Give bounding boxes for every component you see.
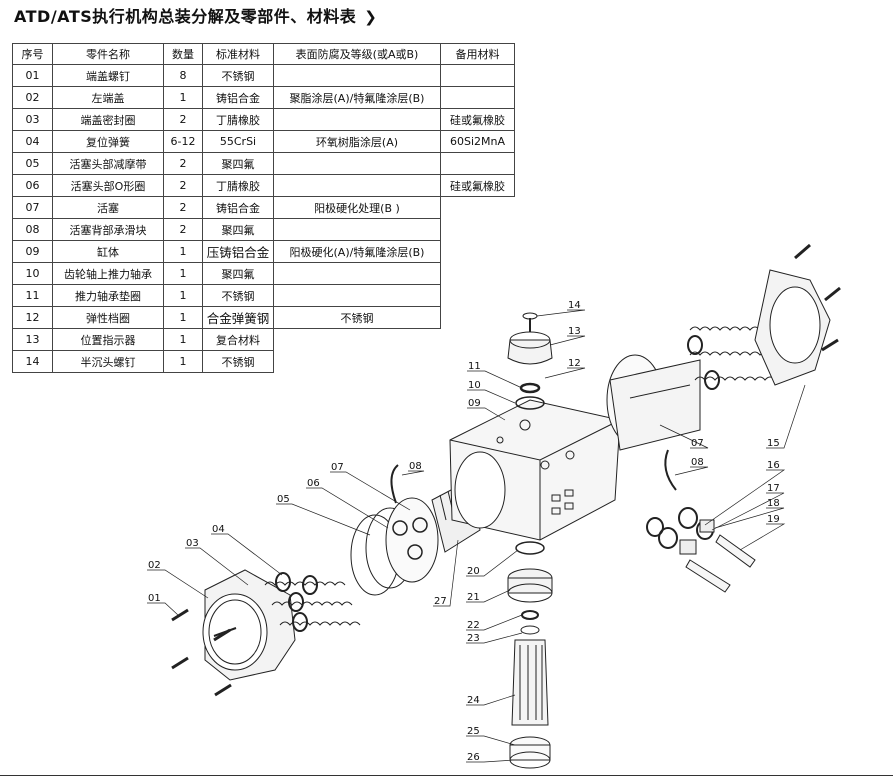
cell: 推力轴承垫圈 [52,284,164,307]
cell: 合金弹簧钢 [202,306,274,329]
right-slider-strip [664,449,677,491]
cell [440,262,515,285]
callout-04: 04 [212,524,225,535]
cell [273,350,441,373]
callout-24: 24 [467,695,480,706]
header-alt-material: 备用材料 [440,43,515,65]
bottom-shaft-stack [507,541,553,769]
callout-11: 11 [468,361,481,372]
cell: 阳极硬化处理(B ) [273,196,441,219]
callout-12: 12 [568,358,581,369]
callout-10: 10 [468,380,481,391]
chevron-right-icon: ❯ [364,8,378,26]
cell: 6-12 [163,130,203,153]
left-slider-strip [390,464,399,504]
cell: 不锈钢 [202,284,274,307]
cell: 聚四氟 [202,262,274,285]
cell: 铸铝合金 [202,196,274,219]
callout-03: 03 [186,538,199,549]
callout-07-left: 07 [331,462,344,473]
cell [440,240,515,263]
cell: 11 [12,284,53,307]
callout-09: 09 [468,398,481,409]
right-end-cap [754,243,841,386]
cell: 聚四氟 [202,218,274,241]
actuator-housing [449,399,621,541]
callout-27: 27 [434,596,447,607]
callout-13: 13 [568,326,581,337]
callout-26: 26 [467,752,480,763]
callout-07-right: 07 [691,438,704,449]
callout-23: 23 [467,633,480,644]
callout-labels: 01 02 03 04 05 06 07 08 09 10 11 12 13 1… [148,300,780,763]
callout-06: 06 [307,478,320,489]
cell: 半沉头螺钉 [52,350,164,373]
cell: 阳极硬化(A)/特氟隆涂层(B) [273,240,441,263]
cell: 聚脂涂层(A)/特氟隆涂层(B) [273,86,441,109]
cell [440,196,515,219]
cell [440,284,515,307]
callout-05: 05 [277,494,290,505]
callout-17: 17 [767,483,780,494]
cell: 04 [12,130,53,153]
left-spring-pack [264,572,361,632]
cell: 环氧树脂涂层(A) [273,130,441,153]
right-piston [606,354,701,451]
left-end-cap [202,569,296,681]
callout-16: 16 [767,460,780,471]
callout-14: 14 [568,300,581,311]
cell: 复位弹簧 [52,130,164,153]
callout-18: 18 [767,498,780,509]
cell: 14 [12,350,53,373]
callout-22: 22 [467,620,480,631]
callout-19: 19 [767,514,780,525]
bottom-divider [0,775,893,776]
cell: 60Si2MnA [440,130,515,153]
cell: 齿轮轴上推力轴承 [52,262,164,285]
cell: 活塞背部承滑块 [52,218,164,241]
cell: 硅或氟橡胶 [440,108,515,131]
callout-15: 15 [767,438,780,449]
cell: 03 [12,108,53,131]
mounting-hardware [646,507,756,593]
cell [440,218,515,241]
cell: 05 [12,152,53,175]
leader-lines [147,309,806,763]
callout-20: 20 [467,566,480,577]
callout-21: 21 [467,592,480,603]
callout-08-left: 08 [409,461,422,472]
cell: 丁腈橡胶 [202,108,274,131]
cell: 不锈钢 [273,306,441,329]
title-text: ATD/ATS执行机构总装分解及零部件、材料表 [14,7,357,26]
end-cap-screws [171,608,232,697]
cell [273,328,441,351]
callout-02: 02 [148,560,161,571]
page-title: ATD/ATS执行机构总装分解及零部件、材料表 ❯ [14,3,377,27]
cell: 弹性档圈 [52,306,164,329]
callout-08-right: 08 [691,457,704,468]
indicator-stack [507,312,553,410]
callout-01: 01 [148,593,161,604]
cell: 端盖密封圈 [52,108,164,131]
callout-25: 25 [467,726,480,737]
cell: 硅或氟橡胶 [440,174,515,197]
cell [440,306,515,329]
